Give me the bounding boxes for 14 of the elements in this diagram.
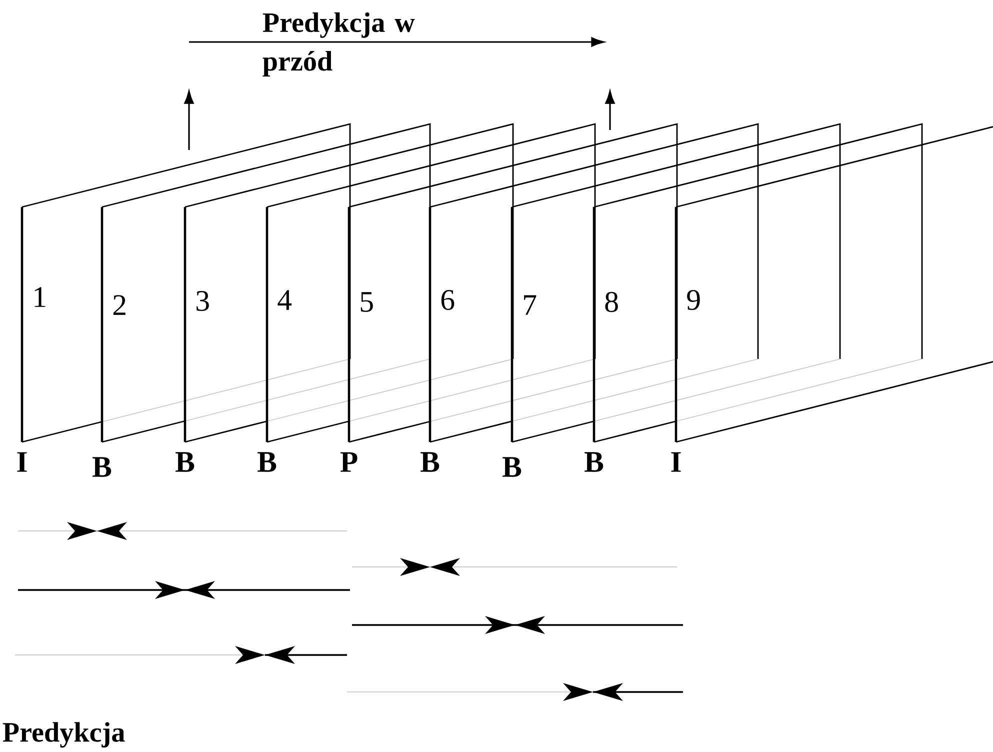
frame-type-label: B xyxy=(176,452,194,472)
frame-type-label: B xyxy=(584,452,604,472)
prediction-label: Predykcja xyxy=(2,722,125,748)
frame-type-label: B xyxy=(420,452,440,472)
frame-type-label: P xyxy=(340,452,358,472)
arrow xyxy=(184,90,194,150)
frame-type-label: B xyxy=(258,452,276,472)
video-frame: 9 xyxy=(674,123,993,443)
frame-type-label: B xyxy=(92,457,112,477)
arrow xyxy=(605,90,615,130)
frame-type-label: B xyxy=(502,457,522,477)
prediction-label: Predykcja w przód xyxy=(262,12,415,76)
frame-type-label: I xyxy=(17,452,27,472)
frame-type-label: I xyxy=(671,452,681,472)
